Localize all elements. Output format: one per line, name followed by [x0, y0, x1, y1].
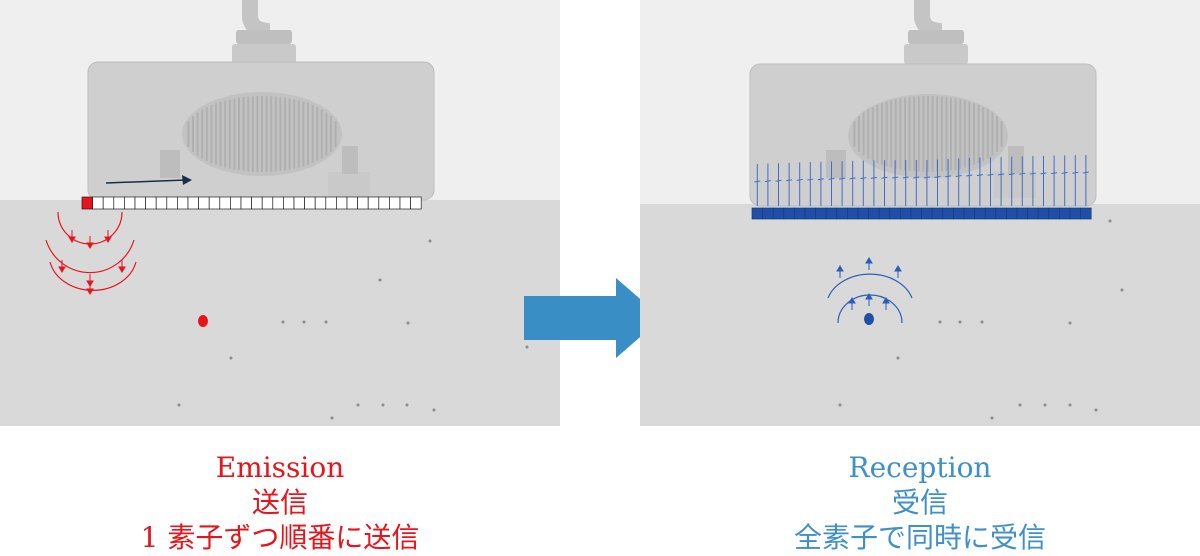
probe-element [1006, 208, 1017, 219]
wedge-block-right [328, 172, 370, 198]
probe-element [964, 208, 975, 219]
probe-element [252, 197, 263, 209]
probe-element [900, 208, 911, 219]
probe-element [347, 197, 358, 209]
probe-element [1038, 208, 1049, 219]
probe-element [368, 197, 379, 209]
probe-element [188, 197, 199, 209]
reception-title: Reception [640, 450, 1200, 485]
probe-element [156, 197, 167, 209]
probe-element [805, 208, 816, 219]
emission-title: Emission [0, 450, 560, 485]
probe-element [177, 197, 188, 209]
wedge-bolt-left [826, 150, 846, 178]
probe-element [167, 197, 178, 209]
wedge-bolt-right [342, 146, 358, 174]
probe-element [124, 197, 135, 209]
probe-connector [236, 30, 292, 44]
probe-element [1081, 208, 1092, 219]
probe-element [294, 197, 305, 209]
probe-element [879, 208, 890, 219]
emission-description: 1 素子ずつ順番に送信 [0, 520, 560, 555]
probe-element [996, 208, 1007, 219]
probe-element [826, 208, 837, 219]
probe-element [1017, 208, 1028, 219]
probe-element [837, 208, 848, 219]
probe-element [794, 208, 805, 219]
reception-illustration [640, 0, 1200, 426]
probe-element [773, 208, 784, 219]
probe-element [114, 197, 125, 209]
defect-dot-icon [864, 313, 874, 325]
probe-element [273, 197, 284, 209]
probe-connector [908, 30, 964, 44]
probe-element [932, 208, 943, 219]
probe-element-array [752, 208, 1091, 219]
probe-element [283, 197, 294, 209]
probe-element [1070, 208, 1081, 219]
defect-dot-icon [198, 315, 208, 327]
probe-element [389, 197, 400, 209]
emission-illustration [0, 0, 560, 426]
probe-element [305, 197, 316, 209]
test-block [0, 200, 560, 426]
probe-element [1028, 208, 1039, 219]
emission-panel [0, 0, 560, 426]
wedge-bolt-right [1008, 146, 1024, 174]
probe-element [220, 197, 231, 209]
probe-element [241, 197, 252, 209]
probe-element [752, 208, 763, 219]
probe-element [847, 208, 858, 219]
reception-description: 全素子で同時に受信 [640, 520, 1200, 555]
reception-caption: Reception 受信 全素子で同時に受信 [640, 450, 1200, 555]
wedge-block-right [994, 172, 1036, 198]
probe-element [975, 208, 986, 219]
probe-element [103, 197, 114, 209]
reception-panel [640, 0, 1200, 426]
probe-element [953, 208, 964, 219]
probe-element [199, 197, 210, 209]
probe-element [911, 208, 922, 219]
emission-caption: Emission 送信 1 素子ずつ順番に送信 [0, 450, 560, 555]
probe-element [135, 197, 146, 209]
probe-element [1049, 208, 1060, 219]
wedge-bolt-left [160, 150, 180, 178]
probe-element [943, 208, 954, 219]
active-probe-element [82, 197, 93, 209]
probe-element [146, 197, 157, 209]
emission-subtitle: 送信 [0, 485, 560, 520]
probe-element [379, 197, 390, 209]
probe-element [326, 197, 337, 209]
probe-element [922, 208, 933, 219]
probe-element-array [82, 197, 421, 209]
probe-element [985, 208, 996, 219]
probe-connector-nut [232, 44, 296, 64]
probe-element [358, 197, 369, 209]
probe-element [858, 208, 869, 219]
probe-element [93, 197, 104, 209]
probe-element [890, 208, 901, 219]
test-block [640, 204, 1200, 426]
probe-element [411, 197, 422, 209]
probe-element [230, 197, 241, 209]
probe-element [400, 197, 411, 209]
probe-element [262, 197, 273, 209]
probe-element [1059, 208, 1070, 219]
probe-element [336, 197, 347, 209]
probe-element [784, 208, 795, 219]
reception-subtitle: 受信 [640, 485, 1200, 520]
probe-element [869, 208, 880, 219]
probe-element [315, 197, 326, 209]
probe-element [209, 197, 220, 209]
probe-element [763, 208, 774, 219]
probe-connector-nut [904, 44, 968, 64]
probe-element [816, 208, 827, 219]
